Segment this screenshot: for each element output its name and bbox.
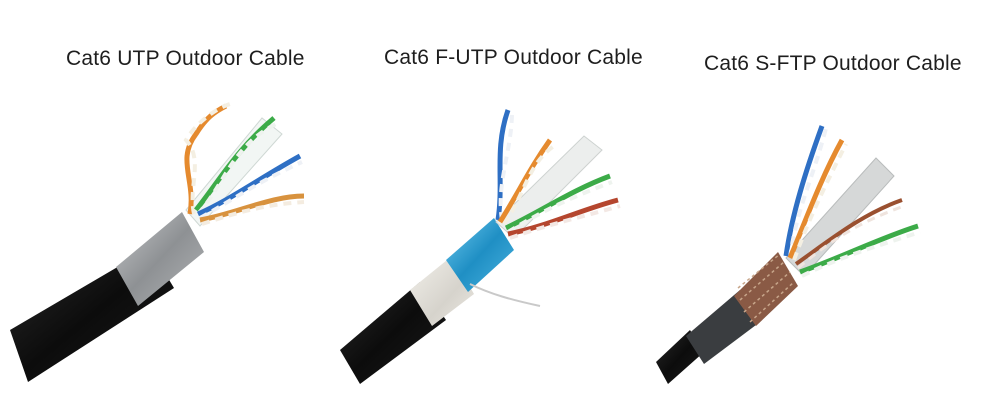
- cable-title-futp: Cat6 F-UTP Outdoor Cable: [384, 46, 643, 69]
- cable-futp-image: [340, 109, 621, 384]
- cable-utp-image: [10, 102, 305, 382]
- cable-title-sftp: Cat6 S-FTP Outdoor Cable: [704, 52, 962, 75]
- cable-sftp-image: [656, 125, 921, 384]
- cable-title-utp: Cat6 UTP Outdoor Cable: [66, 47, 305, 70]
